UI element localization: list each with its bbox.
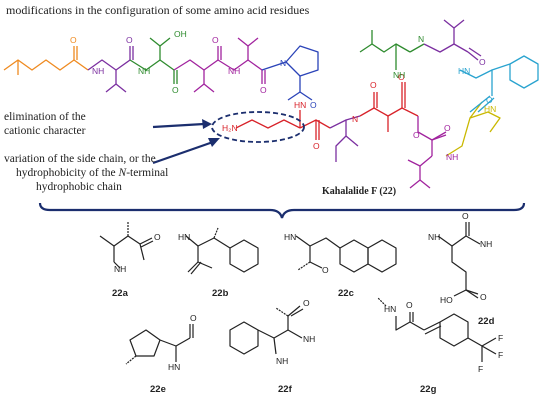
analog-atom-labels: O NH HN HN O NH O NH O HO O HN O NH NH H… [114,211,503,374]
svg-text:NH: NH [428,232,440,242]
svg-text:F: F [498,350,503,360]
svg-text:O: O [480,292,487,302]
proline-ring [285,45,319,77]
residue-phenylalanine [459,69,493,96]
fatty-acid-chain [3,59,89,71]
svg-text:F: F [498,333,503,343]
svg-text:O: O [479,57,486,67]
svg-text:NH: NH [303,334,315,344]
svg-text:HN: HN [294,100,306,110]
svg-text:NH: NH [138,66,150,76]
svg-text:NH: NH [393,70,405,80]
svg-text:O: O [398,72,405,82]
svg-text:NH: NH [480,239,492,249]
svg-text:HN: HN [284,232,296,242]
analog-label-22b: 22b [212,288,229,299]
svg-text:O: O [322,265,329,275]
analog-label-22c: 22c [338,288,354,299]
svg-text:O: O [260,85,267,95]
svg-text:O: O [444,123,451,133]
compound-title: Kahalalide F (22) [322,186,396,197]
svg-text:HN: HN [384,304,396,314]
svg-text:O: O [190,313,197,323]
svg-text:NH: NH [276,356,288,366]
residue-magenta [173,59,219,71]
analog-label-22f: 22f [278,384,293,395]
svg-text:NH: NH [446,152,458,162]
svg-text:O: O [303,298,310,308]
annotation-arrows [152,119,220,165]
svg-text:NH: NH [114,264,126,274]
annotation-elimination-line1: elimination of the [4,111,86,123]
residue-purple [87,59,131,71]
svg-text:O: O [154,232,161,242]
svg-text:O: O [172,85,179,95]
annotation-variation-line3: hydrophobic chain [36,181,122,193]
svg-text:HO: HO [440,295,453,305]
analog-22e [125,324,194,365]
analog-label-22e: 22e [150,384,166,395]
residue-green [129,59,175,71]
svg-text:NH: NH [92,66,104,76]
ornithine-chain [235,119,301,129]
analog-22g [377,297,497,362]
analog-label-22g: 22g [420,384,437,395]
svg-text:HN: HN [484,104,496,114]
svg-text:O: O [126,35,133,45]
annotation-elimination-line2: cationic character [4,125,86,137]
svg-text:H₂N: H₂N [222,123,238,133]
residue-valine-upper [423,43,469,53]
svg-text:HN: HN [178,232,190,242]
header-caption: modifications in the configuration of so… [6,3,310,17]
analog-22f [229,305,304,355]
kahalalide-structure [3,19,539,189]
analog-22c [295,235,397,273]
phenyl-ring [509,55,539,89]
analog-22b [185,227,259,275]
svg-text:O: O [310,100,317,110]
svg-text:O: O [486,95,493,105]
analog-label-22a: 22a [112,288,129,299]
analog-22d [437,222,481,299]
svg-text:N: N [280,58,286,68]
annotation-variation-line1: variation of the side chain, or the [4,153,156,165]
svg-text:O: O [313,141,320,151]
analog-22a [99,222,154,269]
residue-valine-lower [417,116,433,156]
svg-text:NH: NH [228,66,240,76]
residue-isoleucine-upper [359,43,411,53]
ornithine-highlight-ellipse [211,111,305,143]
svg-text:O: O [413,130,420,140]
grouping-brace [38,202,526,219]
svg-text:O: O [70,35,77,45]
svg-text:HN: HN [458,66,470,76]
annotation-variation-line2: hydrophobicity of the N-terminal [16,167,168,179]
analog-label-22d: 22d [478,316,495,327]
svg-text:HN: HN [168,362,180,372]
svg-text:O: O [212,35,219,45]
svg-text:O: O [462,211,469,221]
svg-text:O: O [406,300,413,310]
svg-text:O: O [370,80,377,90]
svg-text:N: N [352,114,358,124]
residue-threonine [359,107,419,117]
svg-text:F: F [478,364,483,374]
svg-text:N: N [418,34,424,44]
analog-structures [99,222,497,365]
residue-dehydrobutyrine [445,111,501,157]
svg-text:OH: OH [174,29,187,39]
atom-labels: O NH O NH OH O O NH O N O HN H₂N O N O O… [70,29,496,162]
